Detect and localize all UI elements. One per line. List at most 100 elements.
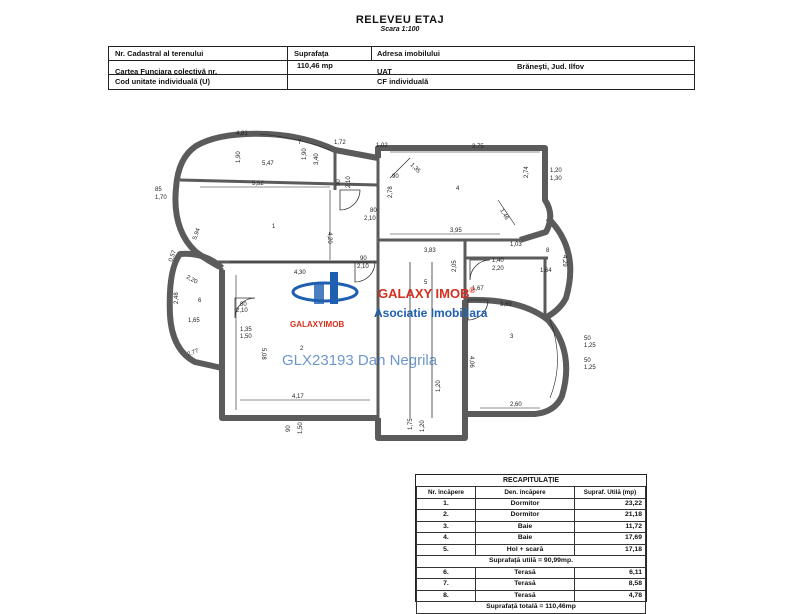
- dim-label: 1,64: [540, 268, 552, 274]
- cell-nr: 6.: [416, 566, 476, 579]
- cell-den: Terasă: [475, 578, 575, 591]
- door-swing: [389, 157, 411, 179]
- dim-label: 80: [240, 302, 247, 308]
- wall-stair-outer: [375, 300, 468, 441]
- cell-area: 21,18: [574, 509, 646, 522]
- door-swing: [469, 259, 491, 281]
- room-number-5: 5: [424, 280, 428, 286]
- dim-label: 5,08: [260, 348, 266, 360]
- exterior-walls: [166, 130, 574, 441]
- uat-value: Brănești, Jud. Ilfov: [517, 62, 585, 71]
- col-divider: [287, 47, 288, 89]
- dim-line: [549, 319, 558, 399]
- dim-label: 50: [584, 358, 591, 364]
- dim-label: 2,60: [510, 402, 522, 408]
- dim-label: 2,20: [492, 266, 504, 272]
- wall-room-3-outer: [464, 296, 570, 417]
- dim-label: 90: [360, 256, 367, 262]
- dim-label: 1,20: [436, 380, 442, 392]
- dim-label: 4,81: [236, 131, 248, 137]
- dim-label: 1,50: [298, 422, 304, 434]
- interior-walls: [179, 150, 548, 418]
- cell-den: Baie: [475, 520, 575, 533]
- dim-label: 2,78: [388, 186, 394, 198]
- area-value: 110,46 mp: [297, 61, 333, 70]
- door-swing: [467, 299, 489, 321]
- uat-label: UAT: [377, 67, 392, 76]
- room-number-1: 1: [272, 224, 276, 230]
- recap-header-den: Den. încăpere: [475, 486, 575, 499]
- door-swing: [234, 297, 256, 319]
- cadastral-header-table: Nr. Cadastral al terenului Suprafața Adr…: [108, 46, 695, 90]
- dim-label: 5,47: [262, 161, 274, 167]
- room-number-2: 2: [300, 346, 304, 352]
- room-number-4: 4: [456, 186, 460, 192]
- dim-label: 50: [584, 336, 591, 342]
- wall-7-1: [179, 178, 379, 187]
- watermark-small: GALAXYIMOB: [290, 320, 345, 329]
- dim-label: 2,10: [346, 176, 352, 188]
- address-label: Adresa imobilului: [377, 49, 440, 58]
- grand-total-row: Suprafață totală = 110,46mp: [416, 601, 646, 614]
- recap-header-supraf: Supraf. Utilă (mp): [574, 486, 646, 499]
- wall-room-6-outer: [166, 250, 225, 371]
- row-divider: [109, 60, 694, 61]
- cell-nr: 7.: [416, 578, 476, 591]
- cell-nr: 2.: [416, 509, 476, 522]
- cf-individuala-label: CF individuală: [377, 77, 429, 86]
- watermark-reg: ®: [469, 286, 476, 295]
- dim-label: 1,25: [584, 365, 596, 371]
- cell-nr: 5.: [416, 543, 476, 556]
- dim-label: 2,10: [357, 264, 369, 270]
- dim-label: 1,65: [188, 318, 200, 324]
- cell-den: Baie: [475, 532, 575, 545]
- dim-label: 2,10: [236, 308, 248, 314]
- wall-room-8-outer: [543, 215, 574, 321]
- dim-label: 1,72: [334, 140, 346, 146]
- dim-label: 4,17: [292, 394, 304, 400]
- door-swing: [354, 261, 376, 283]
- floor-plan: 1 2 3 4 5 6 7 8 4,81 1,90 5,47 1,90 3,40…: [155, 130, 596, 441]
- dim-label: 3,40: [314, 153, 320, 165]
- cell-area: 6,11: [574, 566, 646, 579]
- dim-label: 1,25: [584, 343, 596, 349]
- dim-label: 2,05: [452, 260, 458, 272]
- cell-nr: 3.: [416, 520, 476, 533]
- cell-nr: 1.: [416, 497, 476, 510]
- area-label: Suprafața: [294, 49, 329, 58]
- row-divider: [109, 74, 694, 75]
- wall-room-1-outer: [172, 130, 379, 271]
- dim-label: 1,20: [420, 420, 426, 432]
- cod-unitate-label: Cod unitate individuală (U): [115, 77, 210, 86]
- dim-label: 3,69: [500, 302, 512, 308]
- dim-label: 2,10: [364, 216, 376, 222]
- room-number-7: 7: [298, 140, 302, 146]
- dim-label: 5,94: [192, 227, 202, 241]
- dim-label: 1,50: [240, 334, 252, 340]
- dim-line: [497, 199, 516, 226]
- scale-label: Scara 1:100: [380, 26, 420, 33]
- dim-label: 3,95: [450, 228, 462, 234]
- dim-label: 2,20: [185, 275, 199, 286]
- galaxy-logo-icon: [291, 272, 359, 304]
- dim-label: 1,46: [498, 208, 509, 222]
- dim-label: 5,52: [252, 181, 264, 187]
- dim-label: 1,90: [302, 148, 308, 160]
- dim-label: 2,77: [187, 348, 201, 358]
- col-divider: [371, 47, 372, 61]
- dim-label: 85: [155, 187, 162, 193]
- util-total: Suprafață utilă = 90,99mp.: [416, 555, 646, 568]
- dimension-labels: 4,81 1,90 5,47 1,90 3,40 1,72 1,02 3,75 …: [155, 131, 596, 434]
- cell-den: Dormitor: [475, 509, 575, 522]
- doors: [234, 157, 491, 321]
- dim-label: 2,48: [174, 292, 180, 304]
- dim-label: 4,30: [294, 270, 306, 276]
- grand-total: Suprafață totală = 110,46mp: [416, 601, 646, 614]
